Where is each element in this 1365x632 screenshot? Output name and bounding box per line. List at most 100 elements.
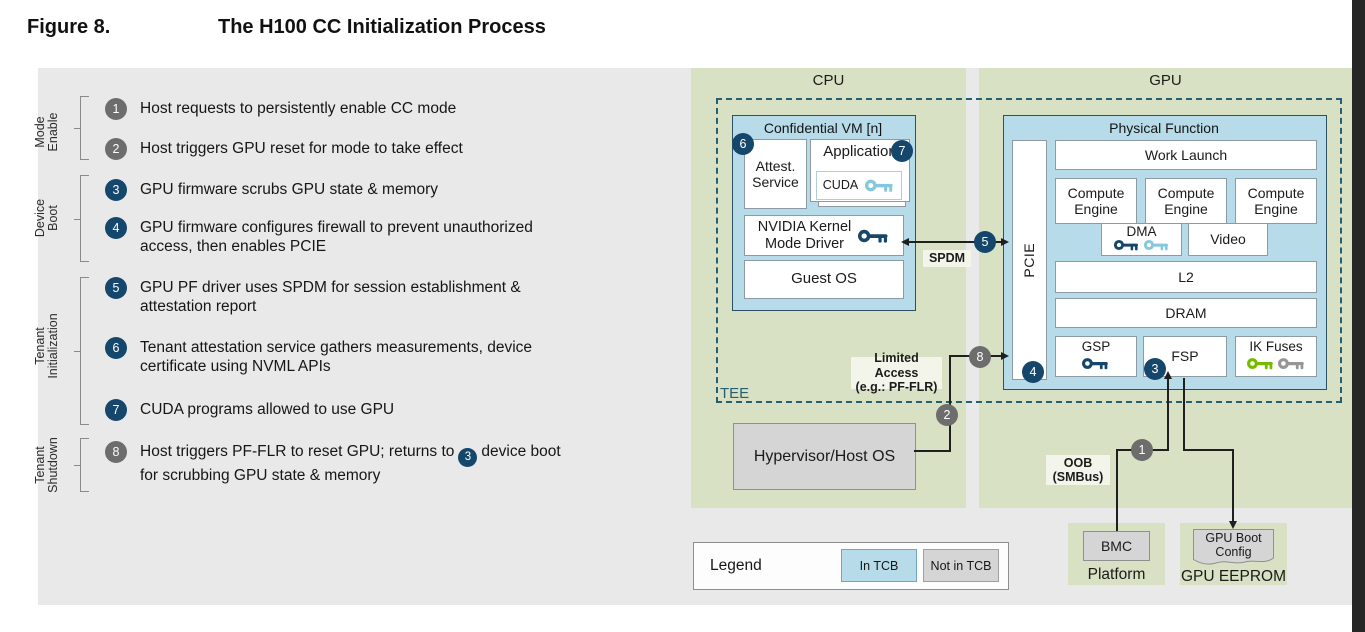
- diagram-badge-6: 6: [732, 133, 754, 155]
- ik-fuses-box: IK Fuses: [1235, 336, 1317, 377]
- group-label-device-boot: Device Boot: [32, 198, 61, 238]
- l2-box: L2: [1055, 261, 1317, 293]
- step-number-badge: 2: [105, 138, 127, 160]
- compute-engine-box: Compute Engine: [1145, 178, 1227, 224]
- gpu-boot-config-doc: GPU Boot Config: [1193, 529, 1274, 566]
- group-bracket: [74, 277, 89, 425]
- pcie-bar: PCIE: [1012, 140, 1047, 380]
- diagram-badge-3: 3: [1144, 358, 1166, 380]
- dma-box: DMA: [1101, 223, 1182, 256]
- gpu-eeprom-panel: GPU Boot Config GPU EEPROM: [1180, 523, 1287, 585]
- diagram-badge-4: 4: [1022, 361, 1044, 383]
- gsp-box: GSP: [1055, 336, 1137, 377]
- legend-in-tcb-swatch: In TCB: [841, 549, 917, 582]
- connector-line: [1183, 449, 1234, 451]
- dram-box: DRAM: [1055, 298, 1317, 328]
- compute-engine-box: Compute Engine: [1235, 178, 1317, 224]
- hypervisor-box: Hypervisor/Host OS: [733, 423, 916, 490]
- step-text: Host requests to persistently enable CC …: [140, 100, 457, 117]
- figure-title: The H100 CC Initialization Process: [218, 16, 546, 38]
- step-number-badge: 1: [105, 98, 127, 120]
- step-text: Host triggers PF-FLR to reset GPU; retur…: [140, 443, 610, 485]
- group-bracket: [74, 175, 89, 262]
- connector-line: [949, 355, 951, 452]
- diagram-badge-2: 2: [936, 404, 958, 426]
- inline-step-ref-badge: 3: [458, 447, 478, 467]
- pcie-label: PCIE: [1021, 242, 1038, 278]
- diagram-badge-5: 5: [974, 231, 996, 253]
- ik-fuses-keys: [1246, 356, 1306, 371]
- bmc-box: BMC: [1083, 531, 1150, 561]
- figure-canvas: Mode Enable Device Boot Tenant Initializ…: [0, 66, 1352, 607]
- step-text-pre: Host triggers PF-FLR to reset GPU; retur…: [140, 443, 455, 460]
- step-number-badge: 7: [105, 399, 127, 421]
- key-icon: [865, 179, 895, 194]
- cuda-label: CUDA: [822, 178, 859, 193]
- figure-caption: Figure 8. The H100 CC Initialization Pro…: [27, 16, 546, 39]
- group-label-tenant-shutdown: Tenant Shutdown: [32, 437, 61, 493]
- spdm-label: SPDM: [923, 250, 971, 267]
- arrowhead-up: [1163, 371, 1172, 379]
- tee-boundary: [716, 98, 1342, 403]
- arrowhead-right: [1001, 237, 1009, 246]
- work-launch-box: Work Launch: [1055, 140, 1317, 170]
- gpu-eeprom-label: GPU EEPROM: [1180, 568, 1287, 585]
- attest-service-box: Attest. Service: [744, 139, 807, 209]
- arrowhead-left: [901, 237, 909, 246]
- diagram-badge-1: 1: [1131, 439, 1153, 461]
- gpu-panel-title: GPU: [1149, 72, 1182, 89]
- group-bracket: [74, 96, 89, 160]
- video-box: Video: [1188, 223, 1268, 256]
- connector-line: [1116, 450, 1118, 531]
- arrowhead-down: [1228, 521, 1237, 529]
- legend-box: Legend In TCB Not in TCB: [693, 542, 1009, 590]
- ik-fuses-label: IK Fuses: [1249, 339, 1303, 354]
- diagram-badge-7: 7: [891, 140, 913, 162]
- step-number-badge: 3: [105, 179, 127, 201]
- tee-label: TEE: [720, 385, 750, 402]
- connector-line: [1183, 378, 1185, 451]
- oob-label: OOB (SMBus): [1046, 455, 1110, 485]
- confidential-vm-title: Confidential VM [n]: [763, 120, 883, 136]
- group-bracket: [74, 438, 89, 492]
- spdm-arrow-line: [904, 241, 1006, 243]
- figure-number: Figure 8.: [27, 16, 111, 38]
- gpu-boot-config-label: GPU Boot Config: [1205, 531, 1262, 559]
- step-number-badge: 6: [105, 337, 127, 359]
- step-text-post: device boot for scrubbing GPU state & me…: [140, 443, 561, 484]
- step-number-badge: 5: [105, 277, 127, 299]
- platform-label: Platform: [1087, 566, 1146, 583]
- key-icon: [1246, 357, 1274, 371]
- step-text: GPU PF driver uses SPDM for session esta…: [140, 279, 521, 315]
- dma-keys: [1113, 238, 1170, 252]
- page-edge-dark-band: [1352, 0, 1365, 632]
- arrowhead-right: [1001, 351, 1009, 360]
- platform-panel: BMC Platform: [1068, 523, 1165, 585]
- legend-not-in-tcb-swatch: Not in TCB: [923, 549, 999, 582]
- key-icon: [858, 229, 890, 244]
- step-text: Tenant attestation service gathers measu…: [140, 339, 533, 375]
- document-shape: [1193, 529, 1274, 565]
- physical-function-title: Physical Function: [1109, 120, 1219, 136]
- step-number-badge: 8: [105, 441, 127, 463]
- guest-os-box: Guest OS: [744, 260, 904, 299]
- key-icon: [1082, 357, 1110, 371]
- step-number-badge: 4: [105, 217, 127, 239]
- application-label: Application: [823, 143, 897, 160]
- limited-access-label: Limited Access (e.g.: PF-FLR): [851, 351, 942, 394]
- dma-label: DMA: [1126, 224, 1157, 239]
- key-icon: [1277, 357, 1305, 371]
- kernel-mode-driver-label: NVIDIA Kernel Mode Driver: [757, 219, 852, 252]
- step-text: Host triggers GPU reset for mode to take…: [140, 140, 463, 157]
- cpu-panel-title: CPU: [812, 72, 845, 89]
- key-icon: [1113, 239, 1139, 252]
- legend-label: Legend: [710, 557, 762, 574]
- cuda-box: CUDA: [816, 171, 902, 200]
- diagram-badge-8: 8: [969, 346, 991, 368]
- group-label-tenant-initialization: Tenant Initialization: [32, 313, 61, 379]
- step-text: CUDA programs allowed to use GPU: [140, 401, 395, 418]
- compute-engine-box: Compute Engine: [1055, 178, 1137, 224]
- connector-line: [1232, 450, 1234, 522]
- connector-line: [1167, 378, 1169, 451]
